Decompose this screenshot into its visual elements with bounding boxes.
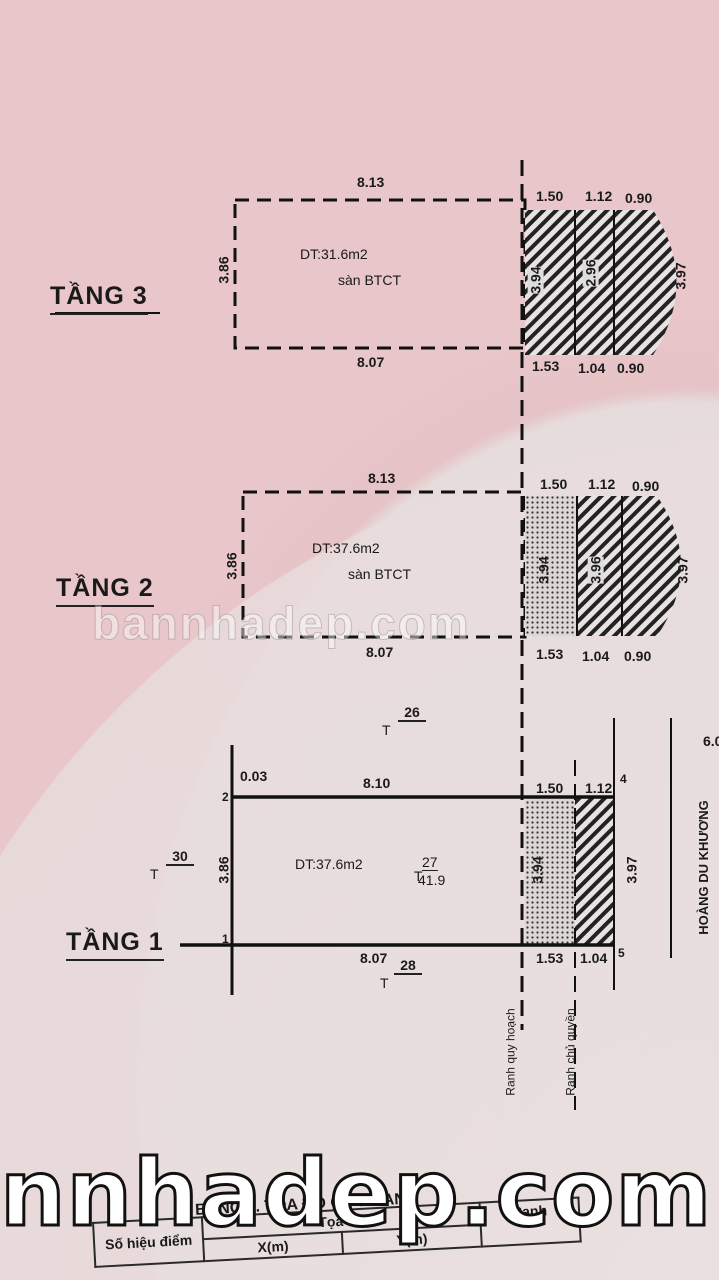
point-label: 1 [222,932,229,946]
parcel-prefix: T [414,868,423,884]
dim-vertical: 3.97 [623,856,640,884]
dim-seg: 1.12 [585,188,613,204]
dim-vertical: 2.96 [582,259,599,287]
dim-seg: 1.04 [578,360,606,376]
dim-bottom: 8.07 [357,354,385,370]
dim-seg: 0.90 [624,648,652,664]
watermark-big: nnhadep.com [0,1139,713,1249]
dim-top: 8.13 [357,174,385,190]
area-label: DT:37.6m2 [295,856,363,872]
parcel-26: 26 [398,704,426,722]
dim-seg: 0.90 [617,360,645,376]
floor2-dots [525,496,577,636]
area-label: DT:31.6m2 [300,246,368,262]
floor1-label: TẦNG 1 [66,928,164,961]
watermark-faint: bannhadep.com [92,597,471,650]
dim-seg: 1.50 [536,188,564,204]
street-width: 6.00 [703,733,719,749]
dim-top: 8.10 [363,775,391,791]
dim-left: 3.86 [223,552,240,580]
dim-seg: 1.12 [585,780,613,796]
street-name: HOÀNG DU KHƯƠNG [695,800,711,935]
dim-seg: 1.50 [540,476,568,492]
parcel-prefix: T [150,866,159,882]
parcel-prefix: T [382,722,391,738]
point-label: 4 [620,772,627,786]
planning-boundary-label: Ranh quy hoạch [503,1008,518,1096]
floor1-hatch [575,798,613,944]
dim-seg: 1.12 [588,476,616,492]
parcel-30: 30 [166,848,194,866]
floor-note: sàn BTCT [338,272,402,288]
parcel-27-area: 41.9 [418,872,446,888]
ownership-boundary-label: Ranh chủ quyền [563,1008,578,1096]
dim-vertical: 3.97 [674,556,691,584]
parcel-27: 27 [422,854,438,871]
floor2-label: TẦNG 2 [56,574,154,607]
dim-seg: 1.04 [582,648,610,664]
dim-seg: 1.04 [580,950,608,966]
dim-vertical: 3.94 [527,266,544,294]
dim-vertical: 3.94 [529,856,546,884]
dim-offset: 0.03 [240,768,268,784]
floor1-dots [525,798,575,944]
dim-top: 8.13 [368,470,396,486]
dim-bottom: 8.07 [360,950,388,966]
parcel-prefix: T [380,975,389,991]
floor3-label: TẦNG 3 [50,282,148,315]
dim-vertical: 3.94 [535,556,552,584]
floor-note: sàn BTCT [348,566,412,582]
area-label: DT:37.6m2 [312,540,380,556]
dim-left: 3.86 [215,856,232,884]
dim-vertical: 3.97 [672,262,689,290]
parcel-28: 28 [394,957,422,975]
dim-seg: 1.53 [536,646,564,662]
dim-vertical: 3.96 [587,556,604,584]
dim-seg: 0.90 [632,478,660,494]
point-label: 5 [618,946,625,960]
dim-bottom: 8.07 [366,644,394,660]
dim-seg: 1.50 [536,780,564,796]
dim-seg: 0.90 [625,190,653,206]
point-label: 2 [222,790,229,804]
dim-seg: 1.53 [532,358,560,374]
dim-seg: 1.53 [536,950,564,966]
dim-left: 3.86 [215,256,232,284]
